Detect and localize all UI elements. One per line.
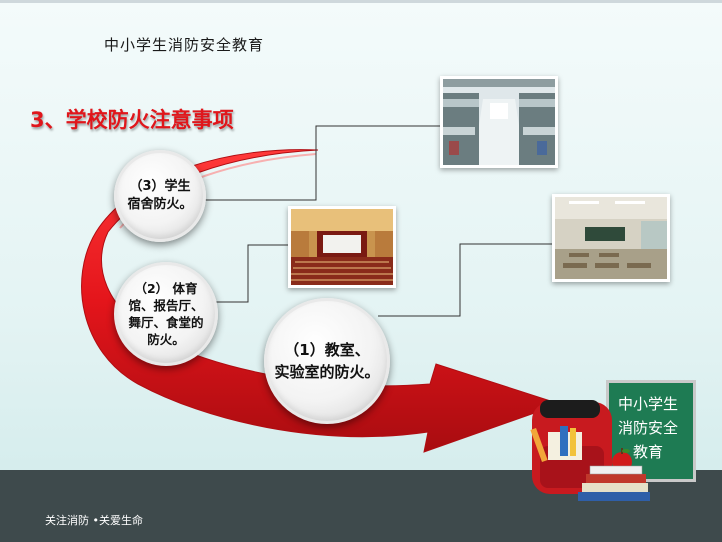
footer-slogan: 关注消防 •关爱生命: [45, 514, 143, 527]
item-gym-hall-bubble: （2） 体育馆、报告厅、舞厅、食堂的防火。: [114, 262, 218, 366]
item-1-line-2: 实验室的防火。: [274, 363, 380, 381]
connector-line-2: [210, 244, 288, 303]
section-title: 3、学校防火注意事项: [30, 108, 234, 132]
item-2-line-3: 舞厅、食堂的: [128, 315, 204, 330]
item-3-line-2: 宿舍防火。: [127, 197, 193, 212]
item-1-line-1: （1）教室、: [284, 341, 370, 359]
item-2-line-2: 馆、报告厅、: [128, 298, 204, 313]
top-rule: [0, 0, 722, 3]
item-classroom-bubble: （1）教室、实验室的防火。: [264, 298, 390, 424]
auditorium-photo: [288, 206, 396, 288]
item-2-line-1: （2） 体育: [134, 281, 198, 296]
item-3-line-1: （3）学生: [129, 179, 191, 194]
header-title: 中小学生消防安全教育: [104, 36, 265, 54]
item-dormitory-bubble: （3）学生宿舍防火。: [114, 150, 206, 242]
dormitory-photo: [440, 76, 558, 168]
books-icon: [578, 465, 650, 501]
connector-line-1: [196, 125, 440, 201]
classroom-photo: [552, 194, 670, 282]
item-2-line-4: 防火。: [147, 332, 185, 347]
blackboard-text: 中小学生 消防安全 教育: [617, 395, 678, 461]
pencil-icon: [530, 427, 548, 463]
red-arrow-band: [81, 149, 562, 453]
connector-line-3: [378, 243, 552, 317]
